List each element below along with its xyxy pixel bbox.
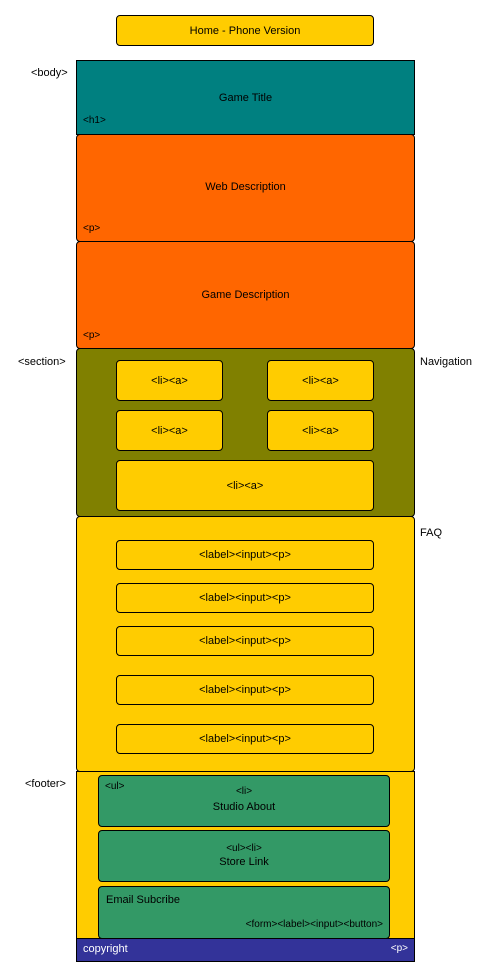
web-description-tag: <p> [83,223,101,234]
nav-item-label: <li><a> [151,424,188,437]
studio-about-block: <ul> <li> Studio About [98,775,390,827]
faq-item: <label><input><p> [116,583,374,613]
diagram-title: Home - Phone Version [116,15,374,46]
label-footer: <footer> [25,778,66,790]
navigation-block: <li><a> <li><a> <li><a> <li><a> <li><a> [76,348,415,517]
faq-item: <label><input><p> [116,675,374,705]
faq-item-label: <label><input><p> [199,635,291,647]
store-link-block: <ul><li> Store Link [98,830,390,882]
web-description-block: Web Description <p> [76,134,415,242]
label-faq: FAQ [420,527,443,539]
web-description-title: Web Description [205,181,286,193]
faq-item: <label><input><p> [116,540,374,570]
header-title: Game Title [218,92,273,104]
game-description-title: Game Description [201,289,290,301]
email-subscribe-block: Email Subcribe <form><label><input><butt… [98,886,390,939]
label-body: <body> [31,67,68,79]
copyright-label: copyright [83,943,128,955]
nav-item: <li><a> [267,360,374,401]
header-tag: <h1> [83,115,106,126]
faq-item-label: <label><input><p> [199,592,291,604]
footer-block: <ul> <li> Studio About <ul><li> Store Li… [76,771,415,962]
email-subscribe-form-tag: <form><label><input><button> [245,919,383,930]
game-description-tag: <p> [83,330,101,341]
store-link-title: Store Link [219,856,269,868]
diagram-title-text: Home - Phone Version [189,24,301,37]
nav-item: <li><a> [116,460,374,511]
nav-item-label: <li><a> [302,424,339,437]
email-subscribe-title: Email Subcribe [106,894,180,906]
studio-about-li: <li> [235,786,253,797]
faq-block: <label><input><p> <label><input><p> <lab… [76,516,415,772]
game-description-block: Game Description <p> [76,241,415,349]
nav-item-label: <li><a> [151,374,188,387]
studio-about-title: Studio About [212,801,276,813]
faq-item: <label><input><p> [116,724,374,754]
label-section: <section> [18,356,66,368]
nav-item: <li><a> [267,410,374,451]
faq-item: <label><input><p> [116,626,374,656]
copyright-tag: <p> [390,943,408,954]
label-navigation: Navigation [420,356,472,368]
nav-item-label: <li><a> [226,479,264,492]
nav-item: <li><a> [116,360,223,401]
header-block: Game Title <h1> [76,60,415,135]
store-link-tag: <ul><li> [226,843,262,854]
nav-item-label: <li><a> [302,374,339,387]
studio-about-tag: <ul> [105,781,125,792]
faq-item-label: <label><input><p> [199,733,291,745]
nav-item: <li><a> [116,410,223,451]
faq-item-label: <label><input><p> [199,684,291,696]
faq-item-label: <label><input><p> [199,549,291,561]
copyright-bar: copyright <p> [76,938,415,962]
